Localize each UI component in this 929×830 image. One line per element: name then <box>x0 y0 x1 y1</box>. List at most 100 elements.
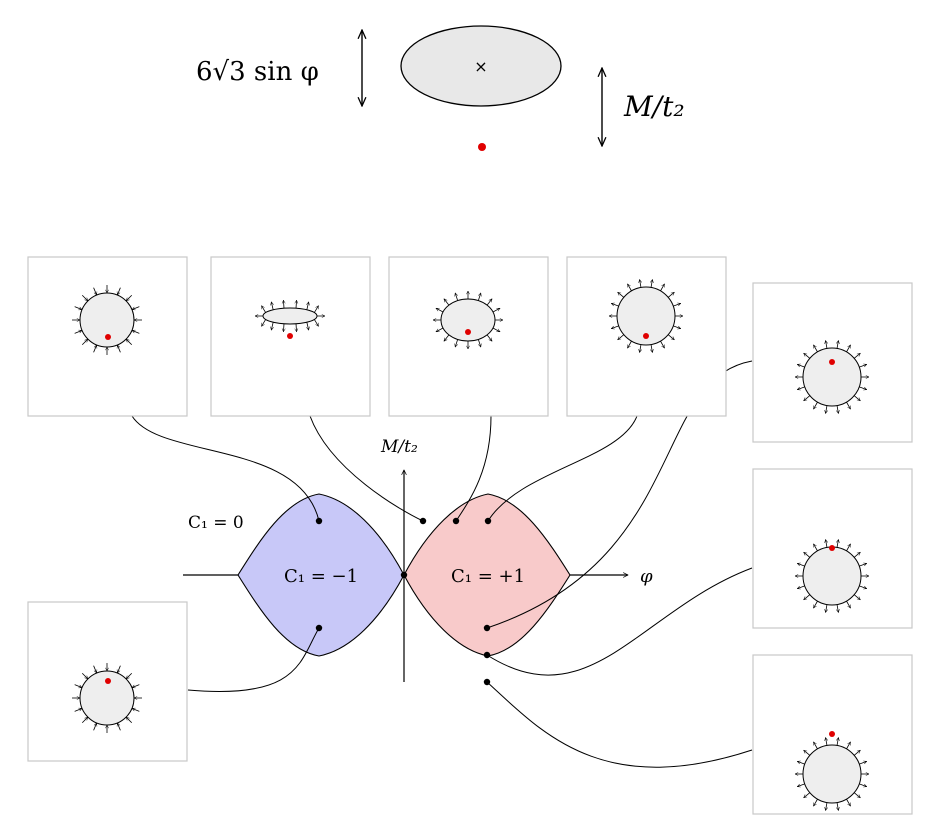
normal-arrow <box>307 302 309 310</box>
normal-arrow <box>132 306 140 310</box>
normal-arrow <box>117 287 121 295</box>
normal-arrow <box>826 604 827 613</box>
normal-arrow <box>797 761 805 765</box>
red-point <box>105 678 111 684</box>
normal-arrow <box>859 386 867 390</box>
normal-arrow <box>271 322 273 330</box>
normal-arrow <box>126 717 133 724</box>
normal-arrow <box>667 334 674 340</box>
connector-line <box>131 415 320 522</box>
normal-arrow <box>444 299 450 306</box>
normal-arrow <box>660 284 665 292</box>
normal-arrow <box>797 364 805 368</box>
normal-arrow <box>673 303 681 307</box>
red-point <box>829 731 835 737</box>
region-label-c1-minus1: C₁ = −1 <box>284 566 358 587</box>
region-label-c1-0: C₁ = 0 <box>188 513 244 533</box>
normal-arrow <box>93 665 97 673</box>
normal-arrow <box>804 353 811 359</box>
normal-arrow <box>853 395 860 401</box>
normal-arrow <box>853 353 860 359</box>
top-schematic: 6√3 sin φ × M/t₂ <box>196 25 685 151</box>
normal-arrow <box>627 284 632 292</box>
normal-arrow <box>477 293 480 301</box>
normal-arrow <box>74 330 82 334</box>
normal-arrow <box>436 307 444 313</box>
normal-arrow <box>826 540 827 548</box>
connector-line <box>309 415 424 522</box>
normal-arrow <box>826 802 827 811</box>
energy-surface-ellipse <box>400 25 562 107</box>
inset-panel <box>388 256 549 417</box>
normal-arrow <box>853 750 860 756</box>
normal-arrow <box>261 319 267 326</box>
normal-arrow <box>611 325 619 329</box>
normal-arrow <box>826 405 827 414</box>
surface-shape <box>802 546 862 606</box>
inset-panel <box>27 256 188 417</box>
normal-arrow <box>611 303 619 307</box>
normal-arrow <box>81 339 88 346</box>
normal-arrow <box>81 294 88 301</box>
normal-arrow <box>261 306 267 313</box>
normal-arrow <box>651 344 652 353</box>
normal-arrow <box>797 563 805 567</box>
normal-arrow <box>837 738 838 746</box>
normal-arrow <box>313 306 319 313</box>
normal-arrow <box>804 552 811 558</box>
inset-panel <box>752 654 913 815</box>
inset-panel <box>27 601 188 762</box>
surface-shape <box>802 744 862 804</box>
width-label: 6√3 sin φ <box>196 57 319 87</box>
normal-arrow <box>859 585 867 589</box>
normal-arrow <box>846 798 851 806</box>
region-label-c1-plus1: C₁ = +1 <box>451 566 525 587</box>
normal-arrow <box>846 600 851 608</box>
normal-arrow <box>93 287 97 295</box>
y-axis-label: M/t₂ <box>380 437 418 457</box>
normal-arrow <box>660 340 665 348</box>
normal-arrow <box>640 280 641 288</box>
normal-arrow <box>813 798 818 806</box>
normal-arrow <box>74 684 82 688</box>
normal-arrow <box>804 594 811 600</box>
normal-arrow <box>813 600 818 608</box>
normal-arrow <box>486 299 492 306</box>
connector-line <box>187 627 320 692</box>
normal-arrow <box>618 292 625 298</box>
connector-line <box>455 415 492 522</box>
normal-arrow <box>132 684 140 688</box>
normal-arrow <box>492 307 500 313</box>
normal-arrow <box>797 386 805 390</box>
normal-arrow <box>126 294 133 301</box>
normal-arrow <box>667 292 674 298</box>
normal-arrow <box>436 327 444 333</box>
normal-arrow <box>859 364 867 368</box>
normal-arrow <box>813 401 818 409</box>
normal-arrow <box>846 345 851 353</box>
normal-arrow <box>837 341 838 349</box>
normal-arrow <box>117 665 121 673</box>
normal-arrow <box>797 783 805 787</box>
normal-arrow <box>126 339 133 346</box>
normal-arrow <box>618 334 625 340</box>
connector-line <box>486 567 753 676</box>
normal-arrow <box>826 738 827 746</box>
normal-arrow <box>81 717 88 724</box>
normal-arrow <box>492 327 500 333</box>
normal-arrow <box>283 300 284 309</box>
normal-arrow <box>455 293 459 301</box>
normal-arrow <box>307 322 309 330</box>
normal-arrow <box>853 552 860 558</box>
normal-arrow <box>804 395 811 401</box>
normal-arrow <box>651 280 652 288</box>
sample-point <box>400 571 408 579</box>
normal-arrow <box>853 792 860 798</box>
normal-arrow <box>477 339 480 347</box>
insets <box>27 256 913 815</box>
connector-line <box>487 415 638 522</box>
normal-arrow <box>837 802 838 811</box>
normal-arrow <box>640 344 641 353</box>
normal-arrow <box>859 563 867 567</box>
normal-arrow <box>826 341 827 349</box>
